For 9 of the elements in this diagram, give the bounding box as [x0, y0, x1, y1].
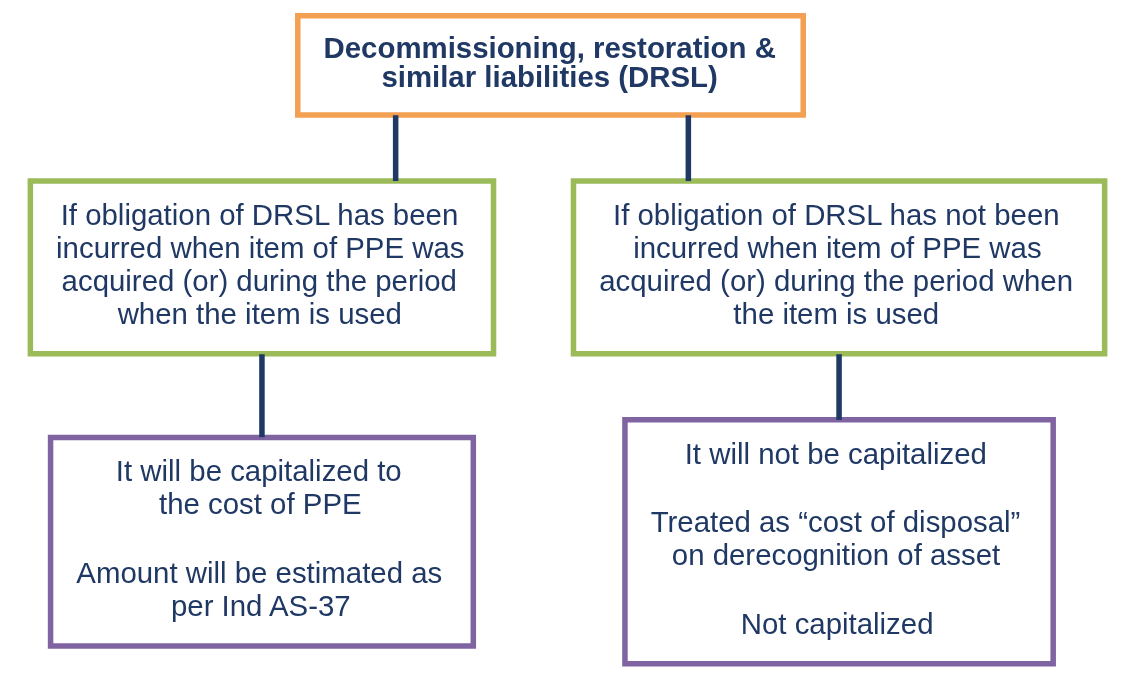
connector — [685, 115, 691, 182]
connector — [835, 354, 842, 420]
connector — [258, 354, 265, 438]
node-box: If obligation of DRSL has been incurred when item of PPE was acquired (or) during the period when the item is used — [27, 178, 496, 357]
node-box: If obligation of DRSL has not been incurred when item of PPE was acquired (or) during the period when the item is used — [570, 178, 1107, 357]
connector — [392, 115, 398, 182]
node-box: It will not be capitalized Treated as “cost of disposal” on derecognition of asset Not capitalized — [621, 416, 1056, 667]
node-box: Decommissioning, restoration & similar liabilities (DRSL) — [294, 12, 806, 118]
node-box: It will be capitalized to the cost of PPE Amount will be estimated as per Ind AS-37 — [47, 434, 476, 649]
